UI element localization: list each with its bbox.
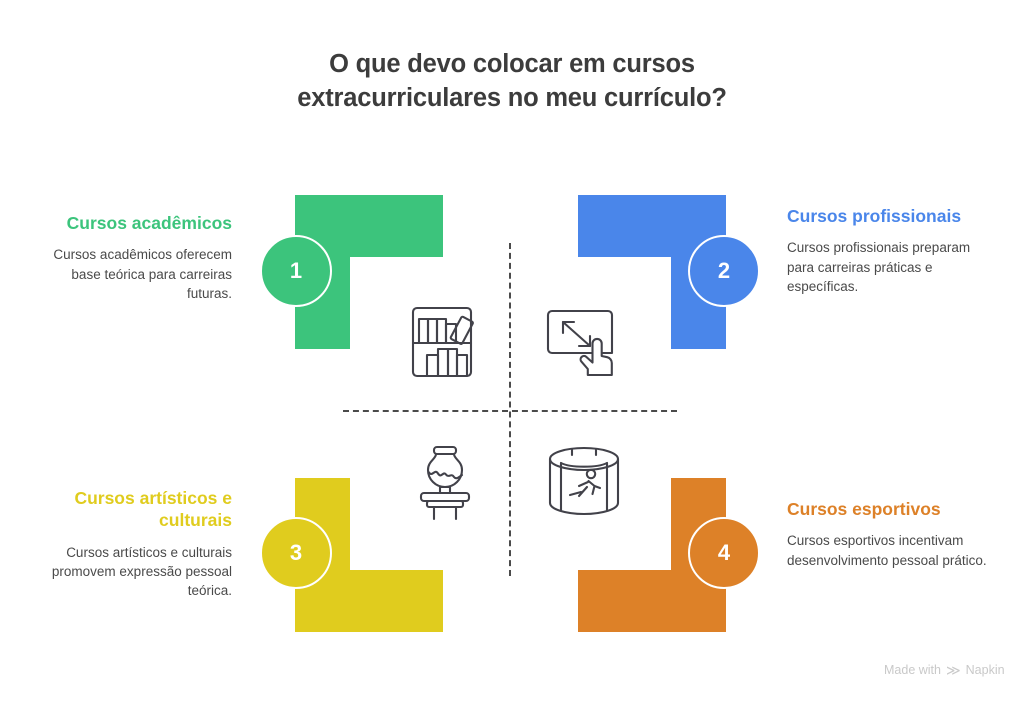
napkin-logo-icon: ≫ xyxy=(945,662,961,678)
quadrant-1-heading: Cursos acadêmicos xyxy=(66,213,232,233)
quadrant-2-number: 2 xyxy=(717,258,731,283)
quadrant-1-body: Cursos acadêmicos oferecem base teórica … xyxy=(53,247,232,301)
quadrant-3-number-badge: 3 xyxy=(260,517,332,589)
vase-pedestal-icon xyxy=(415,443,475,521)
divider-horizontal xyxy=(343,410,677,412)
quadrant-1-number-badge: 1 xyxy=(260,235,332,307)
quadrant-2-body: Cursos profissionais preparam para carre… xyxy=(787,240,971,294)
quadrant-3-heading: Cursos artísticos e culturais xyxy=(74,488,232,531)
quadrant-4-number: 4 xyxy=(717,540,731,565)
divider-vertical xyxy=(509,243,511,576)
screen-resize-hand-icon xyxy=(546,305,622,379)
quadrant-4-heading: Cursos esportivos xyxy=(787,499,941,519)
quadrant-2-text: Cursos profissionais Cursos profissionai… xyxy=(787,205,987,296)
stadium-runner-icon xyxy=(545,443,623,519)
quadrant-2-heading: Cursos profissionais xyxy=(787,206,962,226)
quadrant-2-number-badge: 2 xyxy=(688,235,760,307)
quadrant-3-shape-arm xyxy=(295,570,443,632)
page-title: O que devo colocar em cursos extracurric… xyxy=(297,50,727,112)
quadrant-3-number: 3 xyxy=(289,540,303,565)
bookshelf-icon xyxy=(410,305,474,379)
quadrant-1-text: Cursos acadêmicos Cursos acadêmicos ofer… xyxy=(32,212,232,303)
quadrant-3-text: Cursos artísticos e culturais Cursos art… xyxy=(32,487,232,600)
quadrant-4-number-badge: 4 xyxy=(688,517,760,589)
quadrant-4-body: Cursos esportivos incentivam desenvolvim… xyxy=(787,533,987,568)
quadrant-4-text: Cursos esportivos Cursos esportivos ince… xyxy=(787,498,987,570)
quadrant-3-body: Cursos artísticos e culturais promovem e… xyxy=(51,544,232,599)
quadrant-1-number: 1 xyxy=(289,258,303,283)
watermark: Made with ≫ Napkin xyxy=(884,663,1005,677)
watermark-brand: Napkin xyxy=(965,663,1005,677)
watermark-prefix: Made with xyxy=(884,663,941,677)
